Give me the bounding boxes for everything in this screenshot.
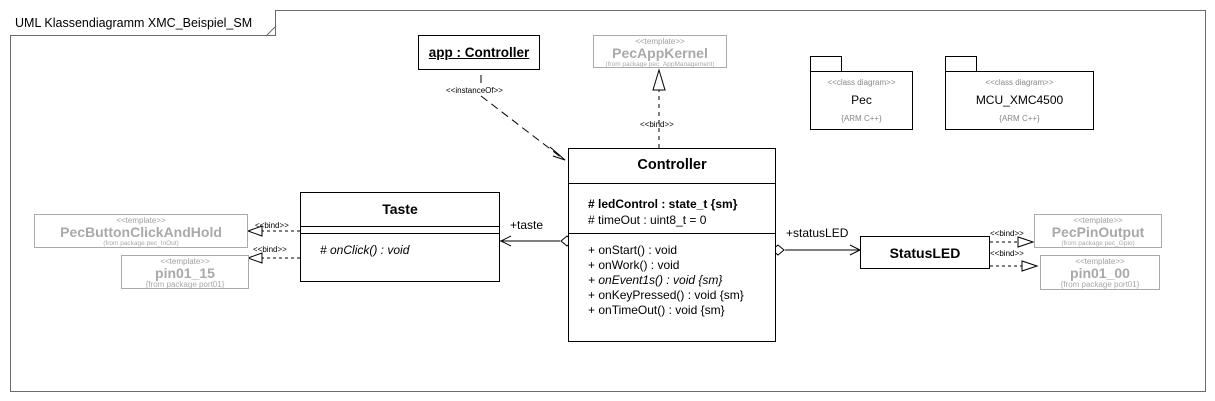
bind-status-1-label: <<bind>> <box>990 229 1024 238</box>
template-source: (from package pec_InOut) <box>103 240 179 247</box>
controller-operation: + onKeyPressed() : void {sm} <box>588 288 744 302</box>
class-name: StatusLED <box>889 245 961 261</box>
instanceof-dependency-line <box>480 75 563 159</box>
template-name: pin01_15 <box>155 265 215 281</box>
package-pec[interactable]: <<class diagram>> Pec {ARM C++} <box>810 56 913 130</box>
template-pec-button-click-and-hold[interactable]: <<template>> PecButtonClickAndHold (from… <box>34 214 248 248</box>
controller-operation: + onWork() : void <box>588 258 680 272</box>
instance-name: app : Controller <box>428 45 530 60</box>
template-source: (from package pec_AppManagement) <box>605 61 715 68</box>
class-status-led[interactable]: StatusLED <box>860 236 990 269</box>
diagram-frame <box>10 10 1206 392</box>
template-pin01-00[interactable]: <<template>> pin01_00 {from package port… <box>1040 255 1160 290</box>
template-name: PecPinOutput <box>1051 224 1145 240</box>
template-name: PecButtonClickAndHold <box>60 224 222 240</box>
taste-association-arrow <box>499 235 512 247</box>
bind-status-1-arrowhead <box>1017 236 1035 248</box>
controller-operation: + onEvent1s() : void {sm} <box>588 273 723 287</box>
controller-operation: + onTimeOut() : void {sm} <box>588 303 725 317</box>
bind-taste-2-label: <<bind>> <box>253 245 287 254</box>
package-name: MCU_XMC4500 <box>975 93 1064 107</box>
template-name: PecAppKernel <box>612 45 708 61</box>
template-stereotype: <<template>> <box>160 257 210 266</box>
bind-taste-1-label: <<bind>> <box>255 221 289 230</box>
class-controller[interactable]: Controller # ledControl : state_t {sm} #… <box>568 148 776 342</box>
template-pec-pin-output[interactable]: <<template>> PecPinOutput (from package … <box>1034 214 1162 248</box>
class-name: Taste <box>382 201 418 217</box>
class-taste[interactable]: Taste # onClick() : void <box>300 192 500 282</box>
template-stereotype: <<template>> <box>116 216 166 225</box>
instanceof-label: <<instanceOf>> <box>446 86 503 95</box>
template-name: pin01_00 <box>1070 265 1130 281</box>
template-source: {from package port01} <box>1060 280 1140 289</box>
instanceof-arrowhead <box>549 146 566 161</box>
package-name: Pec <box>851 93 872 107</box>
template-pec-app-kernel[interactable]: <<template>> PecAppKernel (from package … <box>593 35 727 68</box>
template-stereotype: <<template>> <box>635 37 685 46</box>
bind-taste-2-arrowhead <box>246 252 263 264</box>
frame-title: UML Klassendiagramm XMC_Beispiel_SM <box>10 10 276 36</box>
controller-operation: + onStart() : void <box>588 243 678 257</box>
package-tag: {ARM C++} <box>999 114 1040 123</box>
controller-attribute: # ledControl : state_t {sm} <box>588 197 738 211</box>
bind-status-2-arrowhead <box>1021 260 1039 272</box>
bind-status-2-label: <<bind>> <box>990 249 1024 258</box>
package-stereotype: <<class diagram>> <box>827 78 896 87</box>
template-stereotype: <<template>> <box>1073 216 1123 225</box>
taste-role-label: +taste <box>510 218 544 232</box>
template-source: {from package port01} <box>145 280 225 289</box>
template-source: (from package pec_Gpio) <box>1061 240 1135 247</box>
bind-taste-1-arrowhead <box>246 225 263 237</box>
template-stereotype: <<template>> <box>1075 257 1125 266</box>
package-tag: {ARM C++} <box>841 114 882 123</box>
package-stereotype: <<class diagram>> <box>985 78 1054 87</box>
class-name: Controller <box>637 157 707 173</box>
bind-kernel-arrowhead <box>652 68 666 91</box>
frame-tab-corner <box>265 25 277 37</box>
instance-app-controller[interactable]: app : Controller <box>418 35 540 70</box>
status-role-label: +statusLED <box>786 226 849 240</box>
taste-operation: # onClick() : void <box>320 243 410 257</box>
bind-kernel-label: <<bind>> <box>640 120 674 129</box>
template-pin01-15[interactable]: <<template>> pin01_15 {from package port… <box>121 255 249 289</box>
package-mcu-xmc4500[interactable]: <<class diagram>> MCU_XMC4500 {ARM C++} <box>945 56 1094 130</box>
controller-attribute: # timeOut : uint8_t = 0 <box>588 213 707 227</box>
